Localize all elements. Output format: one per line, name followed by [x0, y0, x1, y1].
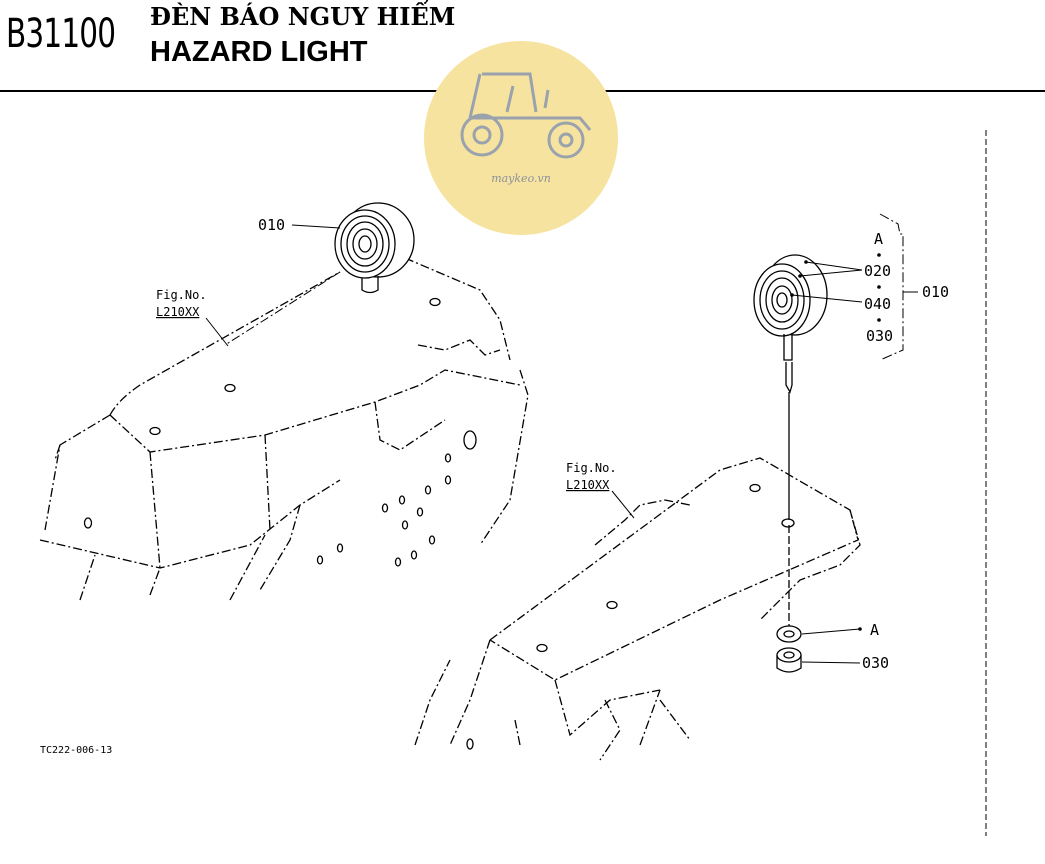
- left-hazard-light: [334, 202, 415, 294]
- title-vietnamese: ĐÈN BÁO NGUY HIỂM: [150, 2, 456, 31]
- leader-040-dot: [790, 293, 794, 297]
- right-bracket-label-a: A: [874, 230, 883, 248]
- right-bracket-label-030: 030: [866, 327, 893, 345]
- right-bracket: [879, 213, 904, 361]
- left-fig-ref-line2: L210XX: [156, 305, 200, 319]
- right-bracket-dot-1: [877, 253, 881, 257]
- tractor-icon: [460, 72, 592, 159]
- leader-020-a: [805, 261, 863, 271]
- right-bracket-label-020: 020: [864, 262, 891, 280]
- watermark-text: maykeo.vn: [491, 172, 551, 185]
- right-assembly-label: 010: [922, 283, 949, 301]
- nut-leader: [801, 661, 861, 664]
- right-fig-ref-leader: [611, 490, 635, 519]
- left-fig-ref-leader: [205, 317, 229, 347]
- left-fender-view: [39, 257, 529, 601]
- left-fig-ref-line1: Fig.No.: [156, 288, 207, 302]
- washer-part: [776, 625, 802, 643]
- title-english: HAZARD LIGHT: [150, 36, 368, 68]
- washer-leader: [801, 628, 861, 635]
- right-bracket-dot-3: [877, 318, 881, 322]
- right-bracket-dot-2: [877, 285, 881, 289]
- section-code: B31100: [6, 11, 116, 57]
- washer-label: A: [870, 621, 879, 639]
- nut-part: [776, 647, 802, 673]
- right-bracket-label-040: 040: [864, 295, 891, 313]
- left-leader-010-dash: [224, 271, 341, 346]
- left-leader-010: [291, 224, 341, 229]
- leader-040: [791, 294, 863, 303]
- right-fig-ref-line2: L210XX: [566, 478, 610, 492]
- right-hazard-light: [753, 254, 828, 630]
- right-fig-ref-line1: Fig.No.: [566, 461, 617, 475]
- nut-label: 030: [862, 654, 889, 672]
- left-part-label: 010: [258, 216, 285, 234]
- leader-020-dot-a: [804, 260, 808, 264]
- washer-leader-dot: [858, 627, 862, 631]
- watermark: maykeo.vn: [424, 41, 618, 235]
- drawing-code: TC222-006-13: [40, 745, 112, 756]
- right-fender-view: [414, 457, 861, 761]
- watermark-circle: [424, 41, 618, 235]
- leader-020-b: [799, 269, 863, 277]
- leader-020-dot-b: [798, 274, 802, 278]
